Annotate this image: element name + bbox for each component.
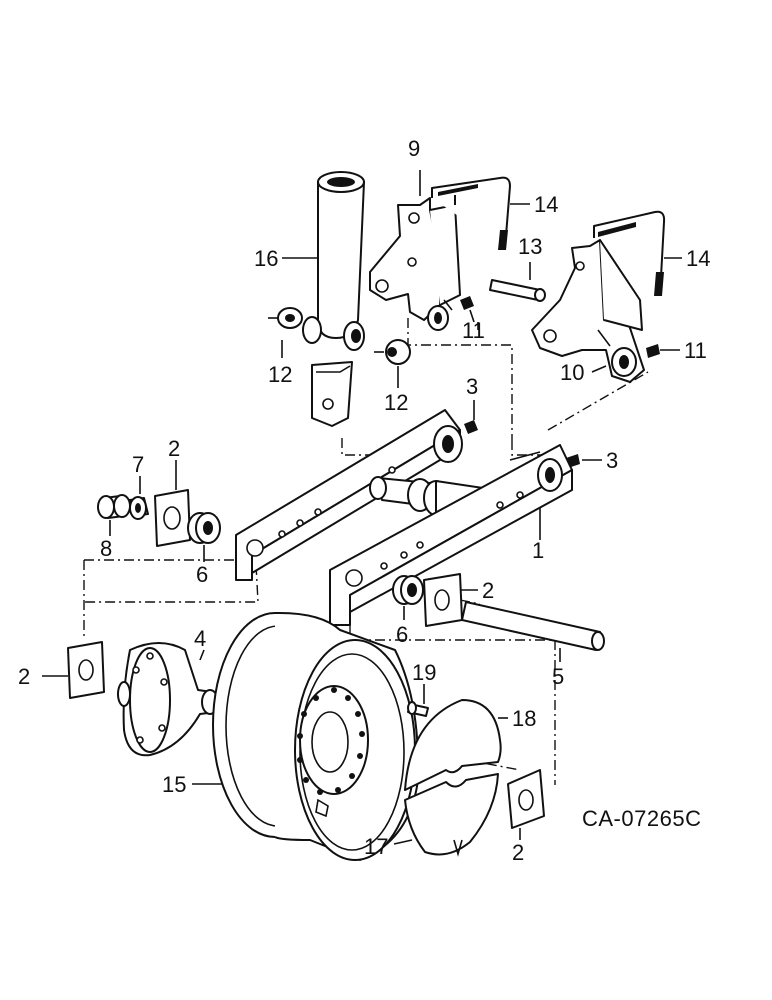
hub-bearings-left <box>97 460 221 562</box>
callout-2: 2 <box>482 578 494 603</box>
callout-3: 3 <box>606 448 618 473</box>
callout-17: 17 <box>364 834 388 859</box>
callout-2: 2 <box>18 664 30 689</box>
part-2-plate-right <box>507 769 545 840</box>
part-18-17-scraper-disc <box>393 699 508 857</box>
part-15-wheel-rim <box>192 611 420 861</box>
callout-18: 18 <box>512 706 536 731</box>
part-16-vertical-post <box>302 171 365 427</box>
callout-9: 9 <box>408 136 420 161</box>
callout-4: 4 <box>194 626 206 651</box>
callout-7: 7 <box>132 452 144 477</box>
part-10-bracket-right <box>531 239 645 383</box>
callout-1: 1 <box>532 538 544 563</box>
callout-13: 13 <box>518 234 542 259</box>
callout-16: 16 <box>254 246 278 271</box>
callout-6: 6 <box>196 562 208 587</box>
callout-8: 8 <box>100 536 112 561</box>
callout-6: 6 <box>396 622 408 647</box>
callout-labels: 9 14 14 16 13 11 11 10 12 12 3 3 7 2 8 6… <box>18 136 710 865</box>
callout-14: 14 <box>686 246 710 271</box>
part-14-u-bolts <box>431 176 682 296</box>
callout-5: 5 <box>552 664 564 689</box>
part-13-pin <box>489 262 546 302</box>
callout-11: 11 <box>684 338 707 363</box>
rim-bolt-holes <box>297 687 365 795</box>
callout-12: 12 <box>268 362 292 387</box>
drawing-code: CA-07265C <box>582 806 701 831</box>
callout-19: 19 <box>412 660 436 685</box>
callout-2: 2 <box>168 436 180 461</box>
part-9-bracket-left <box>369 197 461 331</box>
callout-3: 3 <box>466 374 478 399</box>
callout-12: 12 <box>384 390 408 415</box>
part-4-spindle <box>42 641 219 757</box>
callout-leaders <box>281 170 607 388</box>
callout-10: 10 <box>560 360 584 385</box>
part-11-grease-fittings <box>460 296 680 358</box>
callout-11: 11 <box>462 318 485 343</box>
hub-bearings-right <box>392 573 605 662</box>
callout-15: 15 <box>162 772 186 797</box>
callout-2: 2 <box>512 840 524 865</box>
part-19-bolt <box>407 684 429 717</box>
callout-14: 14 <box>534 192 558 217</box>
part-12-bushings <box>268 307 411 365</box>
part-3-grease-fittings <box>464 400 602 468</box>
